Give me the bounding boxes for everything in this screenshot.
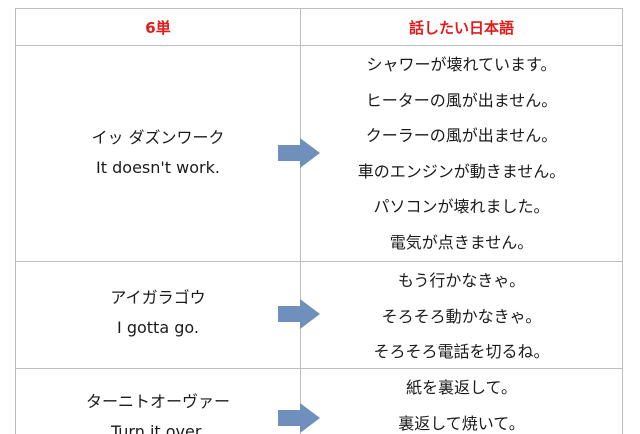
header-6tan: 6単	[145, 18, 171, 37]
sentence: そろそろ電話を切るね。	[373, 342, 550, 361]
sentence: ヒーターの風が出ません。	[365, 90, 558, 110]
phrase-english: It doesn't work.	[96, 158, 220, 177]
sentence: 車のエンジンが動きません。	[357, 161, 566, 181]
sentence-list: 紙を裏返して。 裏返して焼いて。	[301, 370, 622, 434]
phrase-katakana: イッ ダズンワーク	[91, 128, 225, 147]
sentence: もう行かなきゃ。	[397, 271, 526, 290]
phrase-table: 6単 話したい日本語 イッ ダズンワーク It doesn't work. シャ…	[15, 8, 623, 434]
right-arrow-icon	[278, 403, 320, 433]
sentence: 紙を裏返して。	[405, 378, 518, 397]
right-arrow-icon	[278, 299, 320, 329]
table-row: アイガラゴウ I gotta go. もう行かなきゃ。 そろそろ動かなきゃ。 そ…	[16, 262, 622, 369]
sentence-list: もう行かなきゃ。 そろそろ動かなきゃ。 そろそろ電話を切るね。	[301, 263, 622, 370]
sentence: 電気が点きません。	[389, 232, 534, 252]
phrase-katakana: ターニトオーヴァー	[85, 392, 230, 411]
phrase-katakana: アイガラゴウ	[110, 288, 206, 307]
sentence: パソコンが壊れました。	[373, 197, 550, 216]
table-header: 6単 話したい日本語	[16, 9, 622, 46]
header-japanese: 話したい日本語	[408, 18, 514, 37]
phrase-english: I gotta go.	[117, 318, 199, 337]
phrase-english: Turn it over.	[110, 422, 206, 434]
table-row: イッ ダズンワーク It doesn't work. シャワーが壊れています。 …	[16, 46, 622, 262]
sentence: クーラーの風が出ません。	[365, 126, 558, 145]
column-divider	[300, 9, 301, 434]
sentence: 裏返して焼いて。	[398, 413, 525, 433]
table-row: ターニトオーヴァー Turn it over. 紙を裏返して。 裏返して焼いて。	[16, 369, 622, 434]
sentence-list: シャワーが壊れています。 ヒーターの風が出ません。 クーラーの風が出ません。 車…	[301, 47, 622, 260]
sentence: シャワーが壊れています。	[366, 55, 557, 74]
right-arrow-icon	[278, 138, 320, 168]
sentence: そろそろ動かなきゃ。	[381, 306, 542, 326]
